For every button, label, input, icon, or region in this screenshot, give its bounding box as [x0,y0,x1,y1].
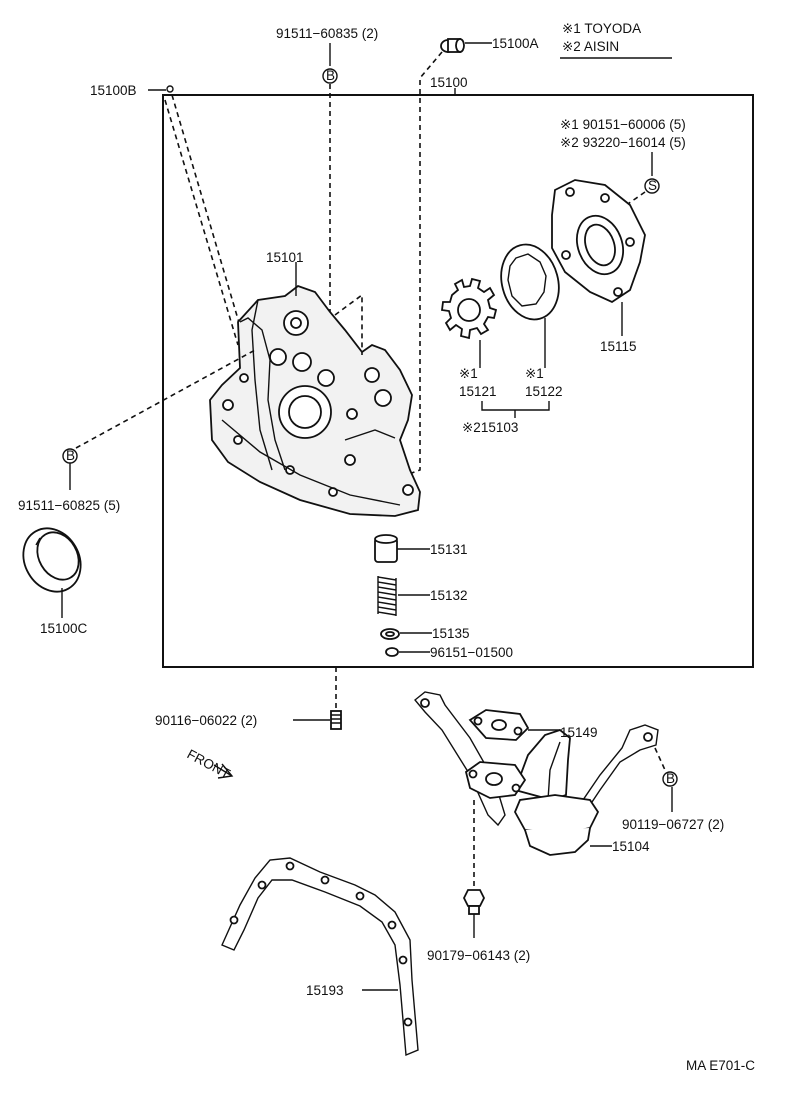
bolt-kit-aisin: ※2 93220−16014 (5) [560,135,686,150]
legend-aisin: ※2 AISIN [562,39,619,54]
bolt-b-symbol: B [322,68,338,84]
driven-rotor-15122 [500,243,560,321]
callout-15101[interactable]: 15101 [266,250,304,265]
bolt-s-symbol: S [644,178,660,194]
callout-15122-mark: ※1 [525,366,544,381]
stud-90116-06022 [330,710,342,730]
b-symbol-right-label: B [666,771,675,786]
bolt-b-symbol-left: B [62,448,78,464]
legend-toyoda: ※1 TOYODA [562,21,641,36]
callout-91511-60825[interactable]: 91511−60825 (5) [18,498,120,513]
callout-15104[interactable]: 15104 [612,839,650,854]
callout-15100[interactable]: 15100 [430,75,468,90]
callout-90179-06143[interactable]: 90179−06143 (2) [427,948,530,963]
spring-15132 [377,576,397,616]
callout-15100B[interactable]: 15100B [90,83,137,98]
callout-90119-06727[interactable]: 90119−06727 (2) [622,817,724,832]
callout-15131[interactable]: 15131 [430,542,468,557]
callout-15100A[interactable]: 15100A [492,36,539,51]
callout-15122[interactable]: 15122 [525,384,563,399]
relief-valve-15131 [374,534,398,563]
front-arrow: FRONT [185,746,234,781]
plug-15100A [440,38,465,53]
callout-15121-mark: ※1 [459,366,478,381]
callout-15132[interactable]: 15132 [430,588,468,603]
callout-15135[interactable]: 15135 [432,626,470,641]
callout-96151-01500[interactable]: 96151−01500 [430,645,513,660]
callout-15193[interactable]: 15193 [306,983,344,998]
plug-15100B [166,85,174,93]
bracket [414,691,659,827]
callout-15149[interactable]: 15149 [560,725,598,740]
oil-seal-15100C [22,527,82,593]
callout-15100C[interactable]: 15100C [40,621,88,636]
snap-ring-96151-01500 [385,647,399,657]
front-label: FRONT [185,746,233,781]
callout-91511-60835[interactable]: 91511−60835 (2) [276,26,378,41]
callout-15121[interactable]: 15121 [459,384,497,399]
callout-15103[interactable]: ※215103 [462,420,518,435]
callout-90116-06022[interactable]: 90116−06022 (2) [155,713,257,728]
nut-90179-06143 [462,889,486,915]
gasket-15149 [468,709,530,741]
diagram-code: MA E701-C [686,1058,755,1073]
drive-rotor-15121 [440,277,498,340]
callout-15115[interactable]: 15115 [600,339,637,354]
bolt-b-symbol-right: B [662,771,678,787]
strainer-flange [464,761,527,799]
pump-assembly-frame [162,94,754,668]
legend: ※1 TOYODA ※2 AISIN [560,21,672,59]
s-symbol-label: S [648,178,657,193]
b-symbol-left-label: B [66,448,75,463]
retainer-15135 [380,628,400,640]
pump-body-15101 [209,284,421,517]
pump-cover-15115 [551,179,646,304]
b-symbol-label: B [326,68,335,83]
bolt-kit-toyoda: ※1 90151−60006 (5) [560,117,686,132]
oil-strainer-15104 [514,794,600,856]
oil-pan-gasket-15193 [221,857,419,1057]
strainer-tube [513,728,571,801]
